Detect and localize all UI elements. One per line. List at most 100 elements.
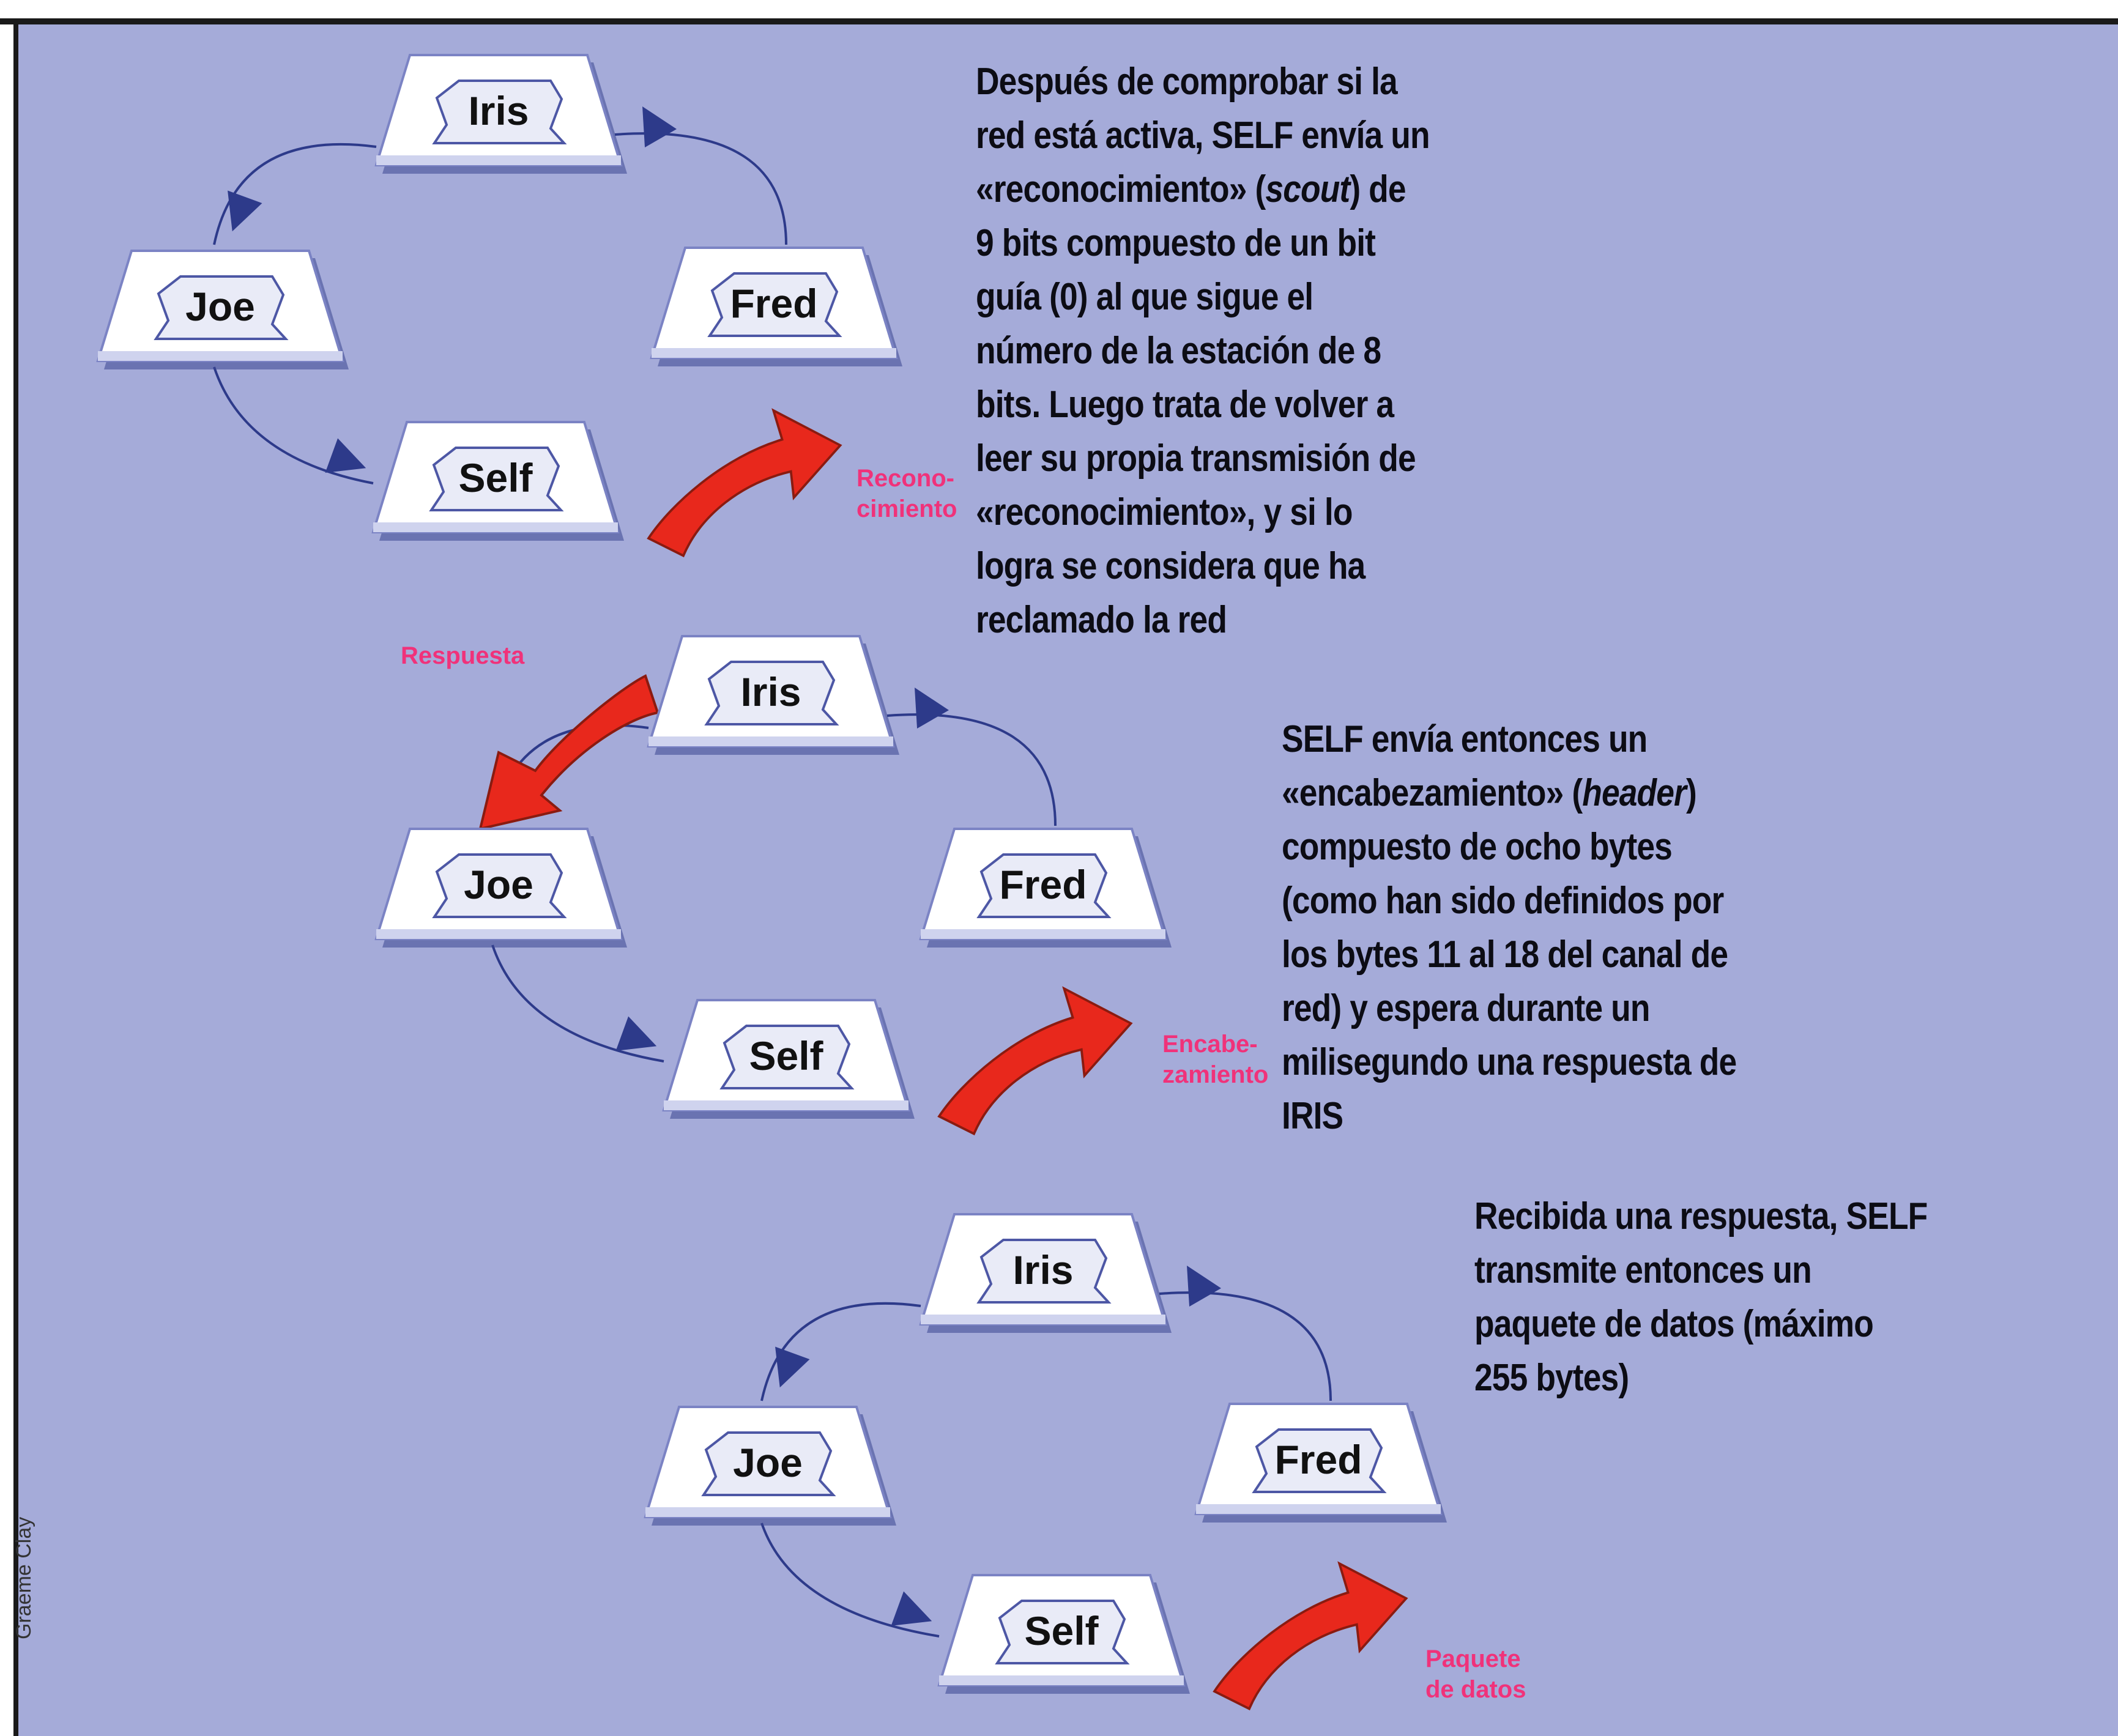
description-line: red está activa, SELF envía un — [976, 114, 1430, 157]
description-line: SELF envía entonces un — [1282, 718, 1648, 760]
description-line: 9 bits compuesto de un bit — [976, 222, 1376, 264]
arc-right-top — [886, 713, 1057, 826]
node-base — [1196, 1504, 1441, 1514]
node-base — [664, 1100, 909, 1110]
node-fred: Fred — [650, 247, 902, 366]
arc-right-top-head — [642, 106, 677, 147]
node-joe: Joe — [644, 1406, 896, 1526]
transmission-arrow — [647, 408, 842, 558]
arc-right-top — [614, 132, 787, 245]
arc-top-left-head — [775, 1346, 810, 1388]
node-base — [939, 1675, 1184, 1685]
node-self: Self — [662, 999, 915, 1119]
arc-left-bottom — [760, 1523, 940, 1638]
node-base — [921, 1315, 1165, 1324]
arc-top-left — [213, 143, 377, 245]
description-line: Después de comprobar si la — [976, 61, 1398, 103]
node-base — [376, 155, 621, 165]
description-line: los bytes 11 al 18 del canal de — [1282, 933, 1728, 976]
description-line: número de la estación de 8 — [976, 330, 1381, 372]
node-label: Fred — [999, 862, 1087, 907]
arc-top-left — [760, 1302, 921, 1401]
node-screen — [707, 272, 842, 337]
annotation-label: Recono- — [856, 465, 954, 492]
description-line: leer su propia transmisión de — [976, 437, 1416, 480]
node-screen — [995, 1600, 1130, 1664]
transmission-arrow — [937, 986, 1133, 1136]
node-label: Joe — [185, 284, 255, 329]
description-line: 255 bytes) — [1474, 1357, 1629, 1399]
node-screen — [154, 275, 289, 340]
node-label: Iris — [468, 88, 529, 133]
node-label: Self — [749, 1033, 823, 1078]
node-screen — [429, 447, 564, 511]
node-label: Joe — [733, 1440, 803, 1485]
top-border — [0, 18, 2118, 24]
node-iris: Iris — [374, 54, 627, 174]
arc-left-bottom-head — [891, 1591, 932, 1626]
arc-right-top-head — [915, 688, 949, 729]
description-line: (como han sido definidos por — [1282, 880, 1724, 922]
node-screen — [719, 1025, 855, 1089]
node-base — [376, 929, 621, 939]
node-self: Self — [937, 1574, 1190, 1694]
step-2-description: SELF envía entonces un «encabezamiento» (… — [1282, 713, 1737, 1143]
description-line: «reconocimiento» (scout) de — [976, 168, 1406, 210]
arc-right-top — [1159, 1291, 1332, 1401]
node-label: Joe — [464, 862, 533, 907]
node-label: Self — [458, 455, 533, 500]
description-line: «encabezamiento» (header) — [1282, 772, 1697, 814]
node-screen — [1252, 1428, 1387, 1493]
description-line: reclamado la red — [976, 599, 1227, 641]
node-screen — [704, 661, 839, 725]
node-screen — [432, 853, 567, 918]
description-line: guía (0) al que sigue el — [976, 276, 1314, 318]
description-line: red) y espera durante un — [1282, 987, 1650, 1029]
node-label: Fred — [730, 281, 817, 326]
node-label: Iris — [740, 669, 801, 714]
description-line: transmite entonces un — [1474, 1249, 1812, 1291]
response-label: Respuesta — [401, 642, 525, 669]
node-base — [921, 929, 1165, 939]
node-base — [373, 522, 618, 532]
node-base — [645, 1507, 890, 1517]
node-iris: Iris — [647, 635, 899, 755]
description-line: IRIS — [1282, 1095, 1343, 1137]
description-line: paquete de datos (máximo — [1474, 1303, 1874, 1345]
node-label: Fred — [1274, 1437, 1362, 1482]
node-label: Iris — [1013, 1247, 1073, 1293]
arc-right-top-head — [1187, 1266, 1221, 1307]
annotation-label: de datos — [1425, 1676, 1526, 1703]
annotation-label: Encabe- — [1162, 1031, 1258, 1058]
annotation-label: cimiento — [856, 495, 957, 522]
annotation-label: Paquete — [1425, 1645, 1521, 1672]
node-screen — [432, 80, 567, 144]
step-3-description: Recibida una respuesta, SELF transmite en… — [1474, 1190, 1928, 1405]
node-label: Self — [1024, 1608, 1099, 1653]
node-screen — [976, 853, 1112, 918]
node-iris: Iris — [919, 1213, 1172, 1333]
node-base — [98, 351, 343, 361]
transmission-arrow — [1213, 1561, 1408, 1711]
arc-top-left-head — [228, 190, 262, 232]
description-line: Recibida una respuesta, SELF — [1474, 1195, 1928, 1237]
description-line: bits. Luego trata de volver a — [976, 384, 1394, 426]
arc-left-bottom-head — [615, 1016, 657, 1051]
left-border — [13, 18, 18, 1736]
arc-left-bottom-head — [325, 438, 366, 473]
node-base — [652, 348, 896, 358]
node-screen — [701, 1431, 836, 1496]
description-line: milisegundo una respuesta de — [1282, 1041, 1737, 1083]
step-1-description: Después de comprobar si la red está activ… — [976, 55, 1430, 647]
description-line: logra se considera que ha — [976, 545, 1366, 587]
node-fred: Fred — [1194, 1403, 1447, 1523]
description-line: compuesto de ocho bytes — [1282, 826, 1673, 868]
node-joe: Joe — [96, 250, 349, 369]
arc-left-bottom — [213, 366, 374, 484]
annotation-label: zamiento — [1162, 1061, 1268, 1088]
response-arrow — [478, 674, 660, 831]
